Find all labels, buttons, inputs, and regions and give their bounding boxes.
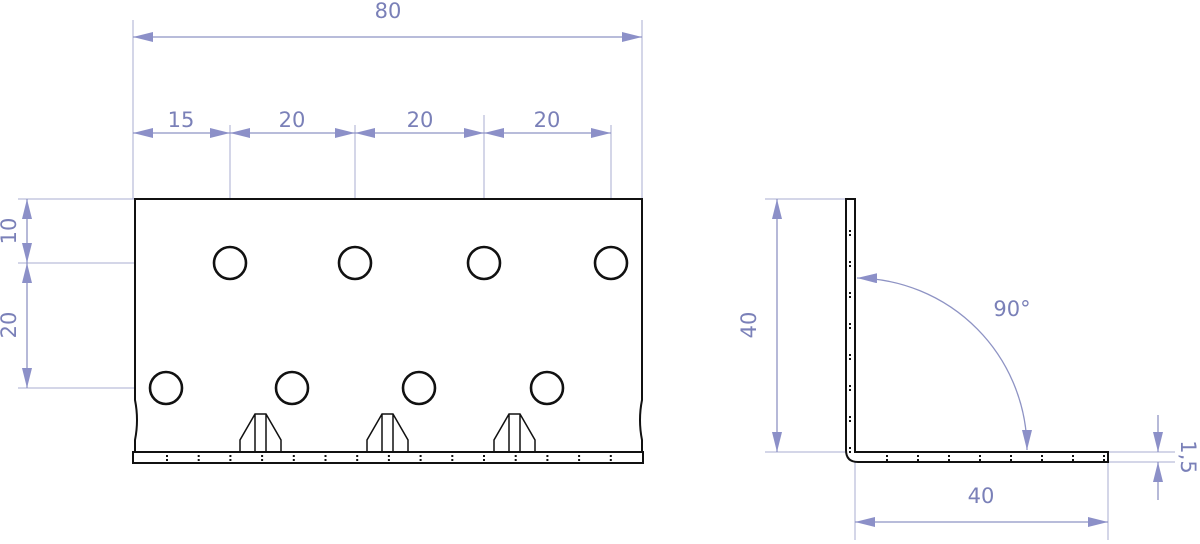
dot-mark xyxy=(387,459,390,461)
dim-angle: 90° xyxy=(993,297,1030,321)
flange-dots xyxy=(166,455,612,461)
hole xyxy=(212,245,248,281)
dot-mark xyxy=(419,455,422,457)
stiffening-ribs xyxy=(239,413,536,452)
dot-mark xyxy=(197,455,200,457)
dot-mark xyxy=(1103,459,1105,461)
angle-profile xyxy=(845,198,1109,463)
dot-mark xyxy=(451,455,454,457)
angle-arc xyxy=(856,273,1032,451)
dot-mark xyxy=(849,389,851,391)
dim-hole-spacing: 20 xyxy=(407,108,434,132)
bottom-flange xyxy=(132,451,644,464)
dot-mark xyxy=(849,234,851,236)
dot-mark xyxy=(917,459,919,461)
dot-mark xyxy=(229,459,232,461)
dot-mark xyxy=(849,358,851,360)
dot-mark xyxy=(917,455,919,457)
dot-mark xyxy=(514,455,517,457)
dot-mark xyxy=(1041,455,1043,457)
dim-row-spacing: 20 xyxy=(0,312,21,339)
dot-mark xyxy=(1010,455,1012,457)
dim-height: 40 xyxy=(737,312,761,339)
dot-mark xyxy=(546,455,549,457)
hole xyxy=(274,370,310,406)
dim-top-row-offset: 10 xyxy=(0,218,21,245)
dot-mark xyxy=(292,459,295,461)
dot-mark xyxy=(578,455,581,457)
dot-mark xyxy=(1103,455,1105,457)
dot-mark xyxy=(849,296,851,298)
dot-mark xyxy=(261,455,264,457)
side-view: 40 40 1,5 90° xyxy=(737,198,1200,540)
dot-mark xyxy=(849,265,851,267)
hole xyxy=(337,245,373,281)
dim-overall-width: 80 xyxy=(375,0,402,23)
dot-mark xyxy=(609,459,612,461)
hole xyxy=(148,370,184,406)
dot-mark xyxy=(948,459,950,461)
dot-mark xyxy=(483,455,485,457)
dot-mark xyxy=(849,292,851,294)
dim-thickness: 1,5 xyxy=(1176,440,1200,473)
dot-mark xyxy=(849,261,851,263)
dot-mark xyxy=(886,455,888,457)
dot-mark xyxy=(419,459,422,461)
hole xyxy=(466,245,502,281)
dim-hole-spacing: 20 xyxy=(279,108,306,132)
dot-mark xyxy=(356,459,359,461)
dot-mark xyxy=(578,459,581,461)
dot-mark xyxy=(849,354,851,356)
dot-mark xyxy=(849,420,851,422)
dot-mark xyxy=(979,455,981,457)
dot-mark xyxy=(1072,455,1074,457)
dot-mark xyxy=(849,323,851,325)
dot-mark xyxy=(229,455,232,457)
hole xyxy=(593,245,629,281)
dot-mark xyxy=(546,459,549,461)
profile-dots xyxy=(849,230,1105,461)
hole xyxy=(529,370,565,406)
dot-mark xyxy=(324,459,327,461)
dot-mark xyxy=(166,459,168,461)
holes xyxy=(148,245,629,406)
dot-mark xyxy=(849,230,851,232)
dot-mark xyxy=(387,455,390,457)
dot-mark xyxy=(609,455,612,457)
front-view: 80 15 20 20 20 10 20 xyxy=(0,0,644,464)
hole xyxy=(401,370,437,406)
dot-mark xyxy=(451,459,454,461)
dot-mark xyxy=(197,459,200,461)
dot-mark xyxy=(886,459,888,461)
dot-mark xyxy=(1010,459,1012,461)
dot-mark xyxy=(948,455,950,457)
dot-mark xyxy=(324,455,327,457)
dot-mark xyxy=(1041,459,1043,461)
dim-width: 40 xyxy=(968,484,995,508)
dot-mark xyxy=(849,416,851,418)
dot-mark xyxy=(514,459,517,461)
dim-hole-spacing: 20 xyxy=(534,108,561,132)
dot-mark xyxy=(483,459,485,461)
dot-mark xyxy=(849,327,851,329)
dot-mark xyxy=(356,455,359,457)
dot-mark xyxy=(849,385,851,387)
dot-mark xyxy=(849,447,851,449)
dot-mark xyxy=(292,455,295,457)
dim-hole-offset: 15 xyxy=(168,108,195,132)
dot-mark xyxy=(849,451,851,453)
dot-mark xyxy=(979,459,981,461)
dot-mark xyxy=(1072,459,1074,461)
dot-mark xyxy=(261,459,264,461)
dot-mark xyxy=(166,455,168,457)
